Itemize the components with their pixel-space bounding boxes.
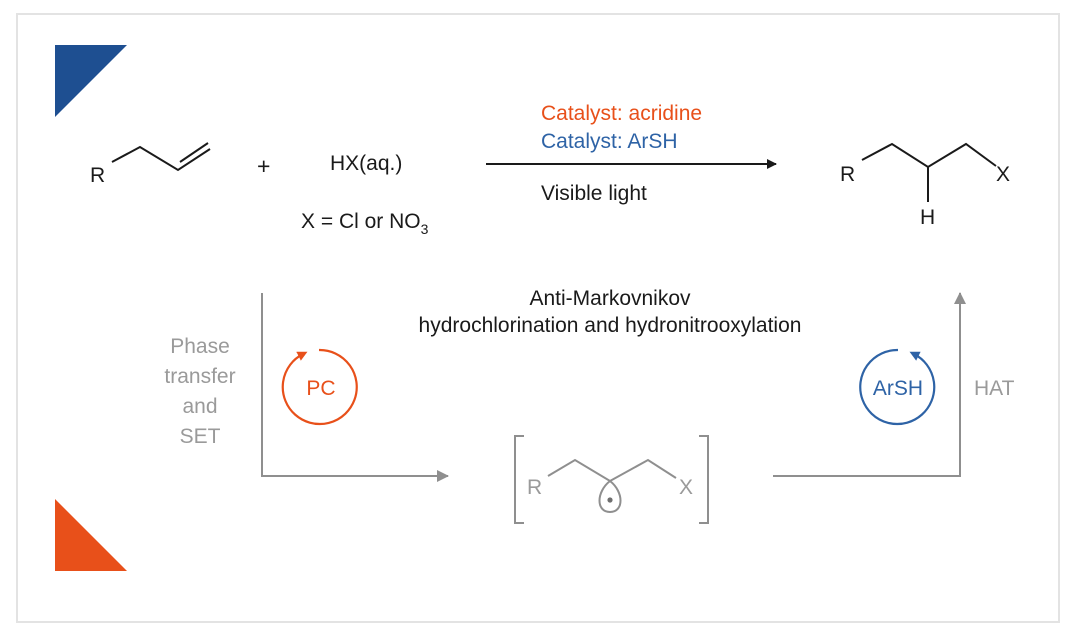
hat-arrow: [773, 292, 966, 477]
orange-corner-triangle: [55, 499, 127, 571]
arsh-cycle-icon: [859, 348, 936, 426]
product-r-label: R: [840, 163, 856, 186]
plus-sign: +: [257, 153, 271, 179]
conditions-label: Visible light: [541, 182, 647, 205]
reagent-label: HX(aq.): [330, 152, 403, 175]
product-x-label: X: [996, 163, 1011, 186]
alkene-structure: [111, 142, 211, 172]
step1-line-1: Phase: [170, 335, 230, 358]
mechanism-title-line2: hydrochlorination and hydronitrooxylatio…: [418, 314, 802, 337]
catalyst-arsh-label: Catalyst: ArSH: [541, 130, 678, 153]
mechanism-title-line1: Anti-Markovnikov: [529, 287, 691, 310]
x-condition-text: X = Cl or NO: [301, 210, 421, 233]
product-h-label: H: [920, 206, 936, 229]
x-condition-label: X = Cl or NO3: [301, 210, 429, 237]
reactant-r-label: R: [90, 164, 106, 187]
step1-line-3: and: [182, 395, 218, 418]
pc-cycle-icon: [281, 348, 358, 426]
x-condition-subscript: 3: [420, 221, 429, 237]
arsh-cycle-label: ArSH: [872, 377, 924, 400]
step1-line-4: SET: [179, 425, 221, 448]
radical-dot: [607, 497, 613, 503]
catalyst-acridine-label: Catalyst: acridine: [541, 102, 703, 125]
pc-label: PC: [306, 377, 336, 400]
step1-line-2: transfer: [164, 365, 236, 388]
product-structure: [861, 142, 997, 202]
hat-label: HAT: [974, 377, 1015, 400]
intermediate-brackets: [514, 435, 709, 524]
blue-corner-triangle: [55, 45, 127, 117]
intermediate-x-label: X: [679, 476, 694, 499]
intermediate-r-label: R: [527, 476, 543, 499]
radical-intermediate-structure: [547, 458, 677, 514]
phase-transfer-arrow: [261, 293, 449, 482]
figure-frame: [16, 13, 1060, 623]
